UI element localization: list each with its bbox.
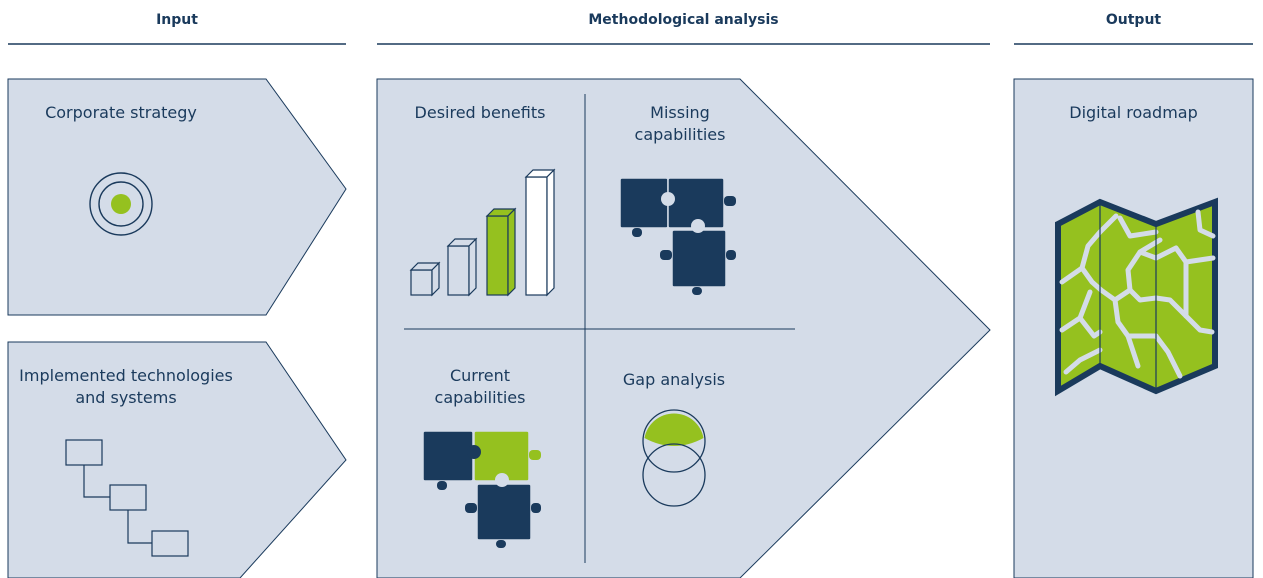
analysis-header: Methodological analysis — [588, 12, 779, 28]
digital-roadmap-label: Digital roadmap — [1069, 103, 1198, 122]
tech-label-line1: Implemented technologies — [19, 366, 233, 385]
gap-analysis-label: Gap analysis — [622, 370, 726, 389]
bar-chart-icon — [409, 168, 556, 297]
puzzle-missing-icon — [619, 177, 736, 295]
corporate-strategy-label: Corporate strategy — [45, 103, 197, 122]
tech-label-line2: and systems — [75, 388, 177, 407]
hierarchy-icon — [65, 439, 189, 557]
input-tech-panel — [7, 341, 347, 578]
map-icon — [1055, 197, 1218, 397]
input-header: Input — [156, 12, 198, 28]
output-header: Output — [1105, 12, 1162, 28]
puzzle-current-icon — [422, 430, 541, 548]
current-capabilities-line2: capabilities — [434, 388, 526, 407]
missing-capabilities-line2: capabilities — [634, 125, 726, 144]
venn-gap-icon — [642, 409, 706, 507]
input-strategy-panel — [7, 78, 347, 316]
missing-capabilities-line1: Missing — [650, 103, 710, 122]
current-capabilities-line1: Current — [449, 366, 511, 385]
desired-benefits-label: Desired benefits — [414, 103, 546, 122]
target-icon — [89, 172, 153, 236]
